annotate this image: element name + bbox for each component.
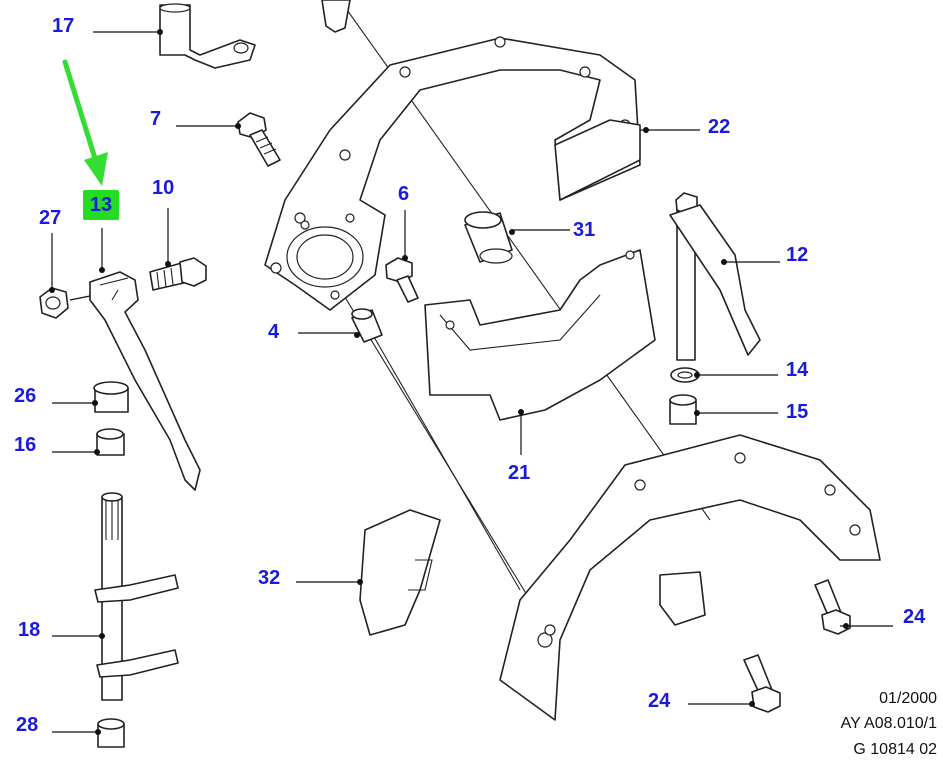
label-4: 4: [268, 321, 280, 343]
part-24-bolt-bottom: [743, 654, 781, 713]
label-18: 18: [18, 619, 40, 641]
label-24-bottom: 24: [648, 690, 671, 712]
label-13-highlighted: 13: [89, 194, 113, 216]
part-4-bushing: [351, 308, 383, 343]
label-28: 28: [16, 714, 38, 736]
footer-reference: AY A08.010/1: [840, 715, 937, 732]
label-17: 17: [52, 15, 74, 37]
part-24-bolt-right: [814, 579, 851, 635]
part-28-bushing: [97, 718, 125, 748]
label-10: 10: [152, 177, 174, 199]
part-18-shaft: [94, 492, 179, 701]
label-26: 26: [14, 385, 36, 407]
part-27-nut: [39, 287, 69, 319]
part-16-bushing: [96, 428, 125, 456]
part-13-fork-lever: [89, 271, 201, 491]
label-32: 32: [258, 567, 280, 589]
label-22: 22: [708, 116, 730, 138]
lower-housing: [499, 434, 881, 721]
part-14-washer: [670, 367, 700, 383]
footer-drawing-number: G 10814 02: [853, 741, 937, 758]
leader-lines: [51, 31, 893, 733]
top-bracket: [321, 0, 351, 33]
leader-dots: [49, 29, 849, 735]
label-15: 15: [786, 401, 808, 423]
part-12-fork-rod: [669, 192, 761, 361]
pointer-arrow-icon: [62, 59, 108, 186]
part-10-bolt: [149, 257, 207, 291]
label-21: 21: [508, 462, 530, 484]
label-6: 6: [398, 183, 409, 205]
label-7: 7: [150, 108, 161, 130]
footer-date: 01/2000: [879, 690, 937, 707]
part-31-sleeve: [464, 211, 513, 264]
label-14: 14: [786, 359, 809, 381]
label-31: 31: [573, 219, 595, 241]
part-22-housing-plate: [264, 36, 641, 311]
part-7-bolt: [237, 112, 281, 167]
part-15-bushing: [669, 394, 697, 425]
label-27: 27: [39, 207, 61, 229]
part-26-bushing: [93, 381, 129, 413]
label-24-right: 24: [903, 606, 926, 628]
part-6-bolt: [385, 257, 419, 303]
part-32-pad: [359, 509, 441, 636]
label-12: 12: [786, 244, 808, 266]
label-16: 16: [14, 434, 36, 456]
part-21-shield: [424, 249, 656, 421]
highlight-box: [83, 190, 119, 220]
part-17-lever: [159, 3, 256, 69]
part-number-labels: 17 7 10 27 6 31 22 12 4 14 15 26 16 21 3…: [14, 15, 926, 736]
